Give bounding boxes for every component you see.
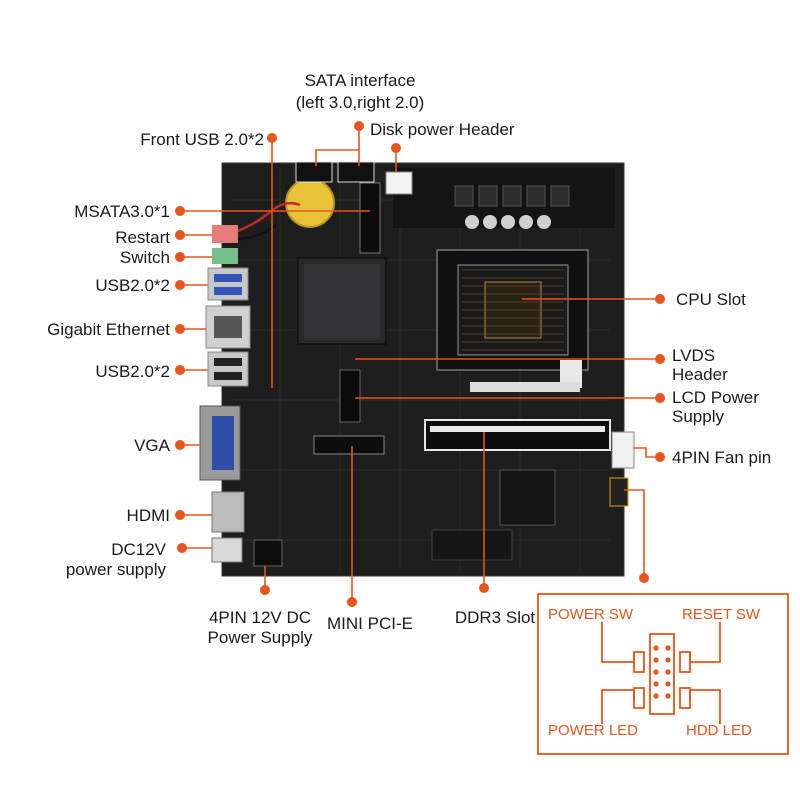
sata-connector-right: [337, 161, 375, 183]
label-usb-top: USB2.0*2: [95, 276, 170, 295]
label-4pin-12v: 4PIN 12V DC: [208, 608, 312, 627]
12v-power-connector: [253, 539, 283, 567]
label-lcd-power: LCD Power: [672, 388, 759, 407]
label-ddr3: DDR3 Slot: [454, 608, 536, 627]
label-fan-pin: 4PIN Fan pin: [672, 448, 772, 467]
label-restart: Restart: [115, 228, 170, 247]
label-hdmi: HDMI: [126, 506, 170, 525]
label-power-led: POWER LED: [548, 722, 639, 739]
mini-pcie-slot: [313, 435, 385, 455]
label-4pin-power-supply: Power Supply: [207, 628, 313, 647]
label-usb-bottom: USB2.0*2: [95, 362, 170, 381]
label-vga: VGA: [134, 436, 170, 455]
usb-port-bottom: [207, 351, 249, 387]
label-msata: MSATA3.0*1: [74, 202, 170, 221]
usb-port-top: [207, 267, 249, 301]
label-hdd-led: HDD LED: [686, 722, 752, 739]
label-lcd-supply: Supply: [672, 407, 724, 426]
front-panel-inset: [537, 593, 789, 755]
pin-header-outline: [649, 633, 675, 715]
label-reset-sw: RESET SW: [682, 606, 761, 623]
audio-jack-green: [212, 248, 238, 264]
sata-connector-left: [295, 161, 333, 183]
audio-jack-red: [212, 225, 238, 243]
label-power-supply: power supply: [65, 560, 166, 579]
fan-header: [611, 431, 635, 469]
label-sata-line1: SATA interface: [304, 71, 416, 90]
label-ethernet: Gigabit Ethernet: [47, 320, 170, 339]
disk-power-header: [385, 171, 413, 195]
label-disk-power-header: Disk power Header: [370, 120, 515, 139]
label-lvds: LVDS: [672, 346, 716, 365]
msata-slot: [359, 182, 381, 254]
label-mini-pcie: MINI PCI-E: [327, 614, 413, 633]
hdmi-port: [211, 491, 245, 533]
dc-jack: [211, 537, 243, 563]
label-sata-line2: (left 3.0,right 2.0): [295, 93, 425, 112]
front-panel-header: [609, 477, 629, 507]
label-switch: Switch: [119, 248, 170, 267]
label-front-usb: Front USB 2.0*2: [140, 130, 264, 149]
label-power-sw: POWER SW: [548, 606, 633, 623]
label-dc12v: DC12V: [111, 540, 166, 559]
label-lvds-header: Header: [672, 365, 728, 384]
ddr3-slot: [424, 419, 611, 451]
label-cpu-slot: CPU Slot: [676, 290, 746, 309]
